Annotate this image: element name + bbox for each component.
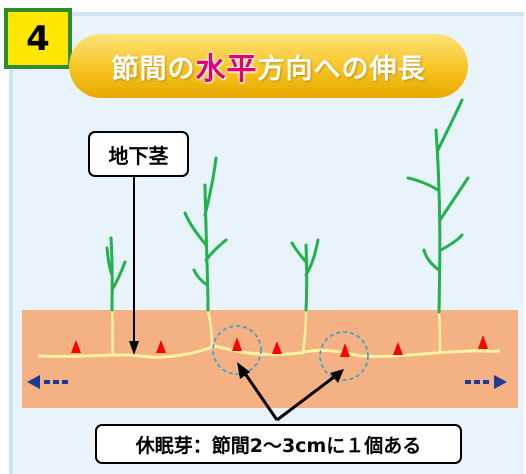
bud-triangle-icon <box>232 337 242 351</box>
bud-triangle-icon <box>393 342 403 355</box>
dormant-bud-label: 休眠芽：節間2〜3cmに１個ある <box>95 424 462 464</box>
title-banner: 節間の 水平 方向への伸長 <box>69 34 468 98</box>
left-dashed-arrow-icon <box>27 375 68 389</box>
pointer-arrow-icon <box>237 362 344 422</box>
section-number-badge: 4 <box>4 8 72 69</box>
bud-triangles <box>71 335 488 357</box>
title-part2: 方向への伸長 <box>257 53 426 85</box>
section-number: 4 <box>26 18 50 59</box>
panel-top-border <box>9 12 524 16</box>
shoot-4 <box>406 98 470 353</box>
bud-highlight-circle <box>212 325 262 375</box>
pointer-arrow-icon <box>129 176 139 355</box>
panel-left-border <box>9 12 13 474</box>
shoot-1 <box>105 236 127 356</box>
bud-triangle-icon <box>272 341 282 354</box>
bud-triangle-icon <box>156 340 166 353</box>
soil-band <box>22 310 518 408</box>
shoot-3 <box>290 238 320 355</box>
dormant-bud-label-text: 休眠芽：節間2〜3cmに１個ある <box>135 434 422 457</box>
shoot-2 <box>183 156 228 347</box>
bud-triangle-icon <box>478 335 488 349</box>
bud-highlight-circle <box>319 331 369 381</box>
title-highlight: 水平 <box>195 52 258 87</box>
right-dashed-arrow-icon <box>465 375 507 389</box>
title-part1: 節間の <box>111 53 196 85</box>
rhizome <box>37 344 501 359</box>
bud-triangle-icon <box>340 343 350 357</box>
rhizome-label: 地下茎 <box>88 131 189 177</box>
rhizome-label-text: 地下茎 <box>108 143 169 168</box>
bud-triangle-icon <box>71 340 81 353</box>
